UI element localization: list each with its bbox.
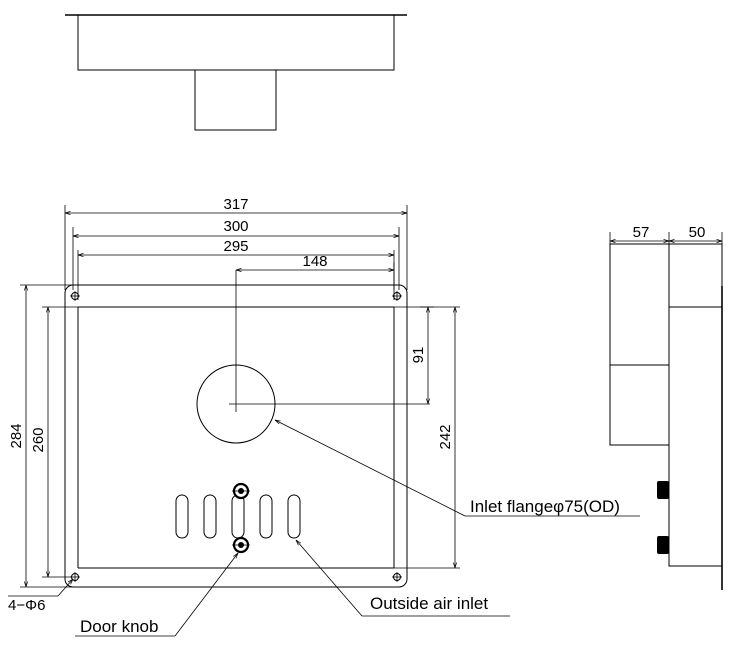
side-knob-icon (657, 536, 669, 554)
dim-50: 50 (689, 224, 706, 241)
door-knob-icon (232, 482, 250, 500)
side-view: 57 50 (609, 224, 723, 590)
dim-91: 91 (410, 347, 427, 364)
dimension-lines: 317 300 295 148 284 260 242 91 (8, 196, 460, 614)
inlet-flange-label: Inlet flangeφ75(OD) (470, 497, 620, 516)
dim-260: 260 (30, 427, 47, 452)
dim-148: 148 (302, 253, 327, 270)
dim-242: 242 (437, 424, 454, 449)
side-knob-icon (657, 481, 669, 499)
dim-317: 317 (223, 196, 248, 213)
callouts: Inlet flangeφ75(OD) Outside air inlet Do… (75, 420, 640, 637)
dim-300: 300 (223, 218, 248, 235)
mounting-hole (70, 291, 80, 301)
door-knob-icon (232, 536, 250, 554)
mounting-hole (392, 572, 402, 582)
top-view (65, 14, 407, 131)
dim-284: 284 (8, 423, 25, 448)
holes-label: 4−Φ6 (8, 597, 45, 614)
mounting-hole (392, 291, 402, 301)
door-knob-label: Door knob (80, 617, 158, 636)
dim-295: 295 (223, 238, 248, 255)
air-inlet-slots (175, 494, 301, 539)
dim-57: 57 (633, 224, 650, 241)
front-view (64, 270, 430, 588)
outside-air-inlet-label: Outside air inlet (370, 594, 488, 613)
